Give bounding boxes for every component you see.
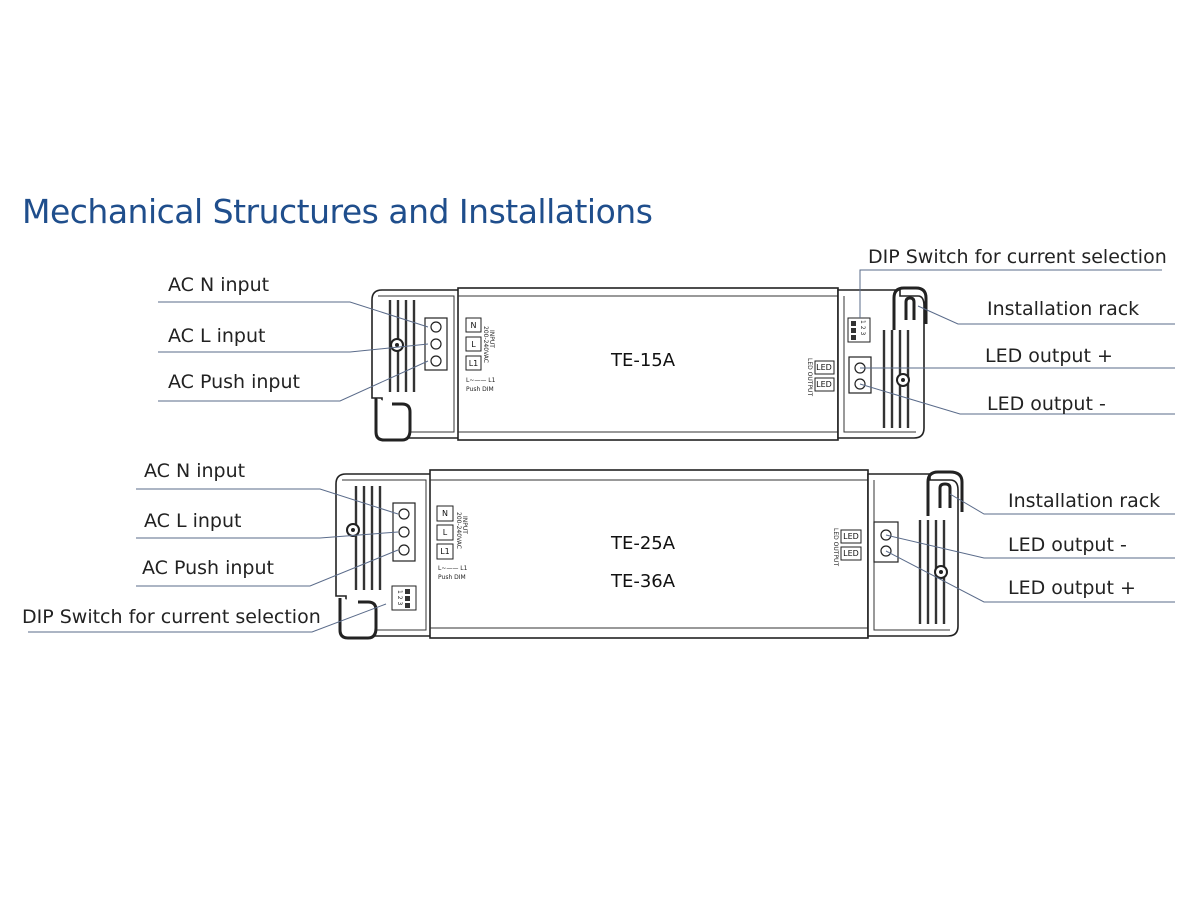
main-body: N L L1 INPUT 200-240VAC L~—— L1 Push DIM… xyxy=(429,469,869,639)
callout-led-output-plus: LED output + xyxy=(985,345,1113,367)
led-output-marking: LED OUTPUT xyxy=(806,358,813,396)
callout-dip-switch: DIP Switch for current selection xyxy=(22,606,321,628)
terminal-l1-label: L1 xyxy=(440,547,450,556)
voltage-marking: 200-240VAC xyxy=(482,326,489,363)
mount-slot-icon xyxy=(374,398,412,442)
push-marking: L~—— L1 xyxy=(466,377,496,384)
dip-digits-marking: 1 2 3 xyxy=(859,320,866,335)
terminal-n-label: N xyxy=(442,509,448,518)
callout-ac-push-input: AC Push input xyxy=(168,371,300,393)
callout-ac-l-input: AC L input xyxy=(168,325,265,347)
unit-te25a-te36a: 1 2 3 N L L1 INPUT 200-240VAC L~—— L1 Pu… xyxy=(22,460,1175,640)
model-label-b: TE-36A xyxy=(610,571,676,592)
terminal-l-label: L xyxy=(471,340,476,349)
terminal-led-b-label: LED xyxy=(843,549,859,558)
push-dim-marking: Push DIM xyxy=(466,386,494,393)
callout-led-output-plus: LED output + xyxy=(1008,577,1136,599)
right-endcap: 1 2 3 xyxy=(837,286,928,439)
left-endcap xyxy=(371,289,461,442)
callout-ac-n-input: AC N input xyxy=(168,274,269,296)
right-endcap xyxy=(867,470,964,637)
rack-hook-icon xyxy=(926,470,964,516)
terminal-n-label: N xyxy=(471,321,477,330)
input-marking: INPUT xyxy=(488,330,495,348)
led-output-marking: LED OUTPUT xyxy=(832,528,839,566)
callout-dip-switch: DIP Switch for current selection xyxy=(868,246,1167,268)
model-label: TE-15A xyxy=(610,350,676,371)
input-marking: INPUT xyxy=(461,516,468,534)
model-label-a: TE-25A xyxy=(610,533,676,554)
left-endcap: 1 2 3 xyxy=(335,473,433,640)
callout-installation-rack: Installation rack xyxy=(987,298,1139,320)
callout-ac-l-input: AC L input xyxy=(144,510,241,532)
callout-ac-push-input: AC Push input xyxy=(142,557,274,579)
terminal-led-b-label: LED xyxy=(816,380,832,389)
callout-installation-rack: Installation rack xyxy=(1008,490,1160,512)
terminal-l1-label: L1 xyxy=(469,359,479,368)
voltage-marking: 200-240VAC xyxy=(455,512,462,549)
callout-ac-n-input: AC N input xyxy=(144,460,245,482)
terminal-l-label: L xyxy=(443,528,448,537)
dip-digits-marking: 1 2 3 xyxy=(396,590,403,605)
rack-hook-icon xyxy=(892,286,928,330)
terminal-led-a-label: LED xyxy=(843,532,859,541)
page-title: Mechanical Structures and Installations xyxy=(22,192,653,231)
callout-led-output-minus: LED output - xyxy=(987,393,1106,415)
push-marking: L~—— L1 xyxy=(438,565,468,572)
terminal-led-a-label: LED xyxy=(816,363,832,372)
callout-led-output-minus: LED output - xyxy=(1008,534,1127,556)
main-body: N L L1 INPUT 200-240VAC L~—— L1 Push DIM… xyxy=(457,287,839,441)
push-dim-marking: Push DIM xyxy=(438,574,466,581)
unit-te15a: N L L1 INPUT 200-240VAC L~—— L1 Push DIM… xyxy=(158,246,1175,442)
mount-slot-icon xyxy=(338,598,378,640)
